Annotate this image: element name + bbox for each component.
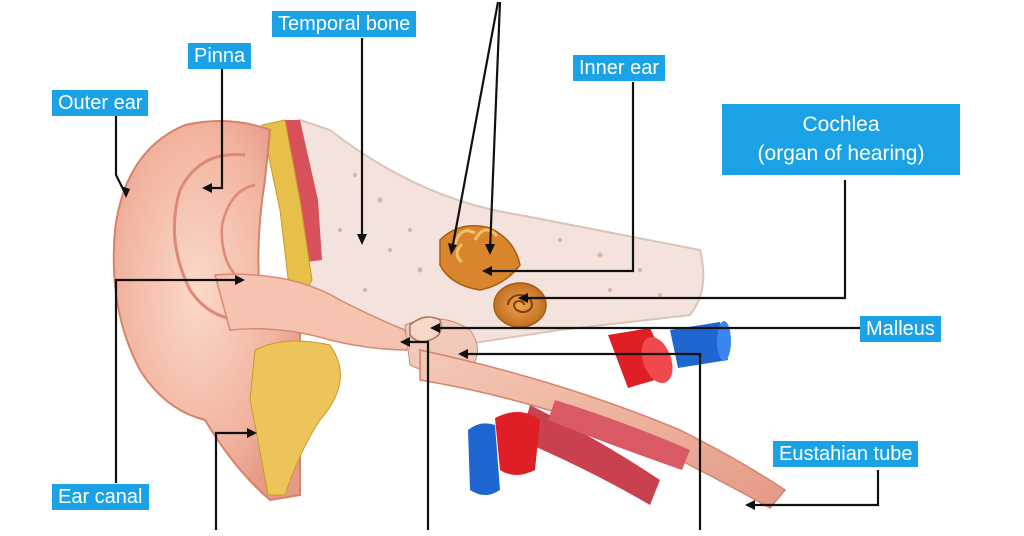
bone-texture — [338, 173, 662, 297]
malleus-bone — [409, 316, 442, 343]
label-cochlea-line2: (organ of hearing) — [757, 142, 925, 165]
lobule-fat — [249, 340, 341, 496]
label-inner-ear: Inner ear — [573, 55, 666, 81]
label-eustachian-tube: Eustahian tube — [773, 441, 919, 467]
pinna-fold — [172, 152, 246, 322]
temporal-muscle — [285, 120, 322, 262]
artery-upper — [608, 328, 673, 388]
artery-lower — [495, 411, 540, 475]
label-cochlea: Cochlea (organ of hearing) — [722, 104, 960, 175]
cochlea-spiral — [507, 294, 534, 313]
vein-upper — [670, 321, 731, 368]
cochlea-shape — [493, 282, 547, 328]
label-cochlea-line1: Cochlea — [802, 113, 880, 136]
label-temporal-bone: Temporal bone — [272, 11, 417, 37]
semicircular-canals — [453, 228, 499, 264]
muscle-bundle-2 — [548, 400, 690, 470]
label-malleus: Malleus — [860, 316, 941, 342]
vein-lower — [468, 423, 500, 495]
label-ear-canal: Ear canal — [52, 484, 149, 510]
pinna-inner-fold — [220, 183, 256, 281]
pointer-arrowheads — [121, 183, 755, 510]
temporal-bone — [299, 118, 705, 347]
vestibule — [439, 225, 521, 291]
label-pinna: Pinna — [188, 43, 252, 69]
muscle-bundle — [520, 405, 660, 505]
label-outer-ear: Outer ear — [52, 90, 149, 116]
